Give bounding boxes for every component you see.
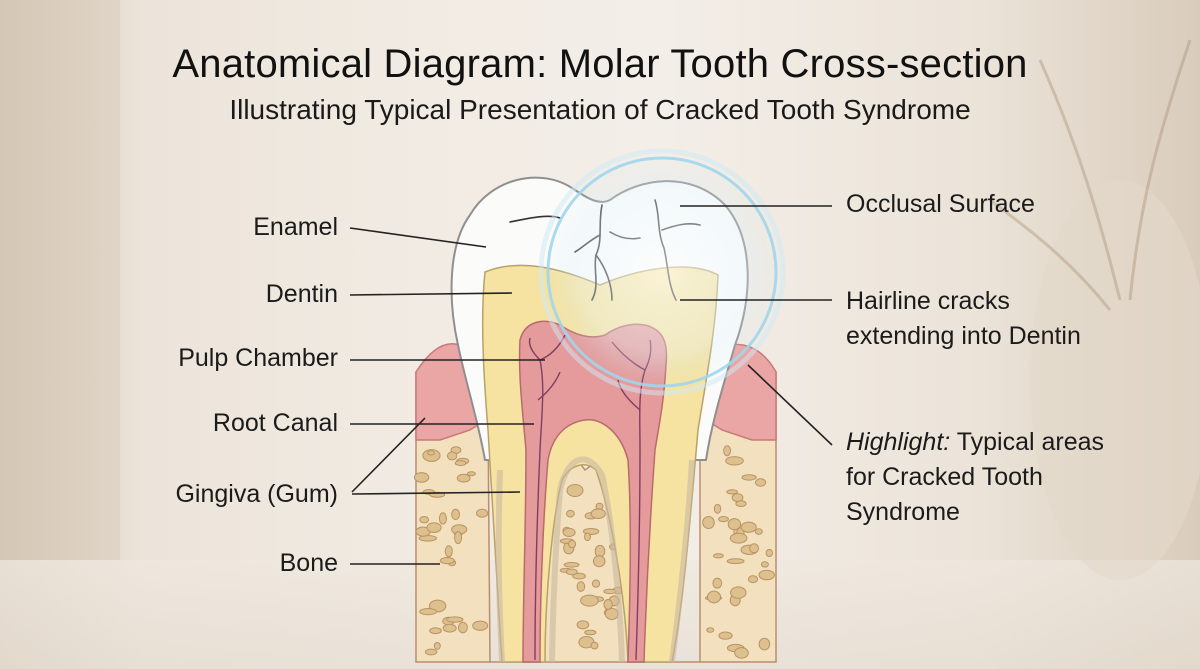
bone-spot — [568, 539, 577, 549]
bone-spot — [424, 648, 438, 656]
bone-spot — [439, 557, 455, 565]
label-highlight: Highlight: Typical areas for Cracked Too… — [846, 425, 1176, 530]
label-enamel: Enamel — [253, 213, 338, 241]
label-highlight-rest: Typical areas — [956, 428, 1105, 456]
bone-spot — [566, 484, 584, 497]
root-outline — [495, 456, 695, 663]
label-highlight-line3: Syndrome — [846, 498, 960, 526]
leader-highlight — [747, 364, 833, 446]
bone-spot — [726, 558, 745, 565]
bone-spot — [419, 608, 438, 616]
bone-spot — [446, 616, 464, 623]
bone-spot — [592, 555, 606, 568]
label-bone: Bone — [279, 549, 338, 577]
bone-spot — [466, 471, 476, 477]
bone-spot — [413, 472, 430, 483]
bone-spot — [590, 508, 606, 520]
bone-spot — [734, 647, 749, 659]
leader-gingiva-2 — [351, 491, 521, 495]
bone-spot — [713, 553, 724, 559]
label-pulp-chamber: Pulp Chamber — [178, 344, 338, 372]
right-vase-blur — [1030, 180, 1200, 580]
bone-spot — [446, 451, 458, 461]
page-title: Anatomical Diagram: Molar Tooth Cross-se… — [172, 42, 1028, 86]
bone-spot — [438, 512, 447, 525]
bone-spot — [765, 548, 773, 558]
bone-spot — [758, 569, 775, 581]
leader-enamel — [349, 227, 487, 248]
bone-spot — [723, 445, 731, 457]
leader-gingiva-1 — [351, 417, 426, 493]
bone-spot — [454, 460, 467, 467]
bone-spot — [427, 450, 435, 456]
bone-spot — [454, 531, 463, 545]
highlight-ring-outer — [538, 148, 786, 396]
bone-spot — [718, 631, 733, 640]
bone-spot — [444, 545, 453, 558]
bone-spot — [718, 516, 729, 523]
label-hairline-cracks-line2: extending into Dentin — [846, 322, 1081, 350]
bone-spot — [476, 508, 489, 518]
label-dentin: Dentin — [265, 280, 338, 308]
bone-spot — [584, 532, 591, 542]
bone-spot — [741, 474, 757, 481]
bone-spot — [603, 588, 617, 595]
bone-spot — [580, 594, 599, 607]
bone-spot — [729, 532, 748, 544]
bone-spot — [712, 577, 723, 589]
bone-spot — [754, 528, 763, 535]
bone-spot — [755, 478, 767, 487]
label-highlight-line2: for Cracked Tooth — [846, 463, 1043, 491]
label-gingiva: Gingiva (Gum) — [175, 480, 338, 508]
bone-spot — [747, 575, 759, 584]
bone-spot — [456, 473, 471, 483]
bone-spot — [702, 516, 715, 529]
bone-spot — [735, 500, 747, 508]
label-hairline-cracks-line1: Hairline cracks — [846, 287, 1010, 315]
highlight-glow — [546, 156, 778, 388]
bone-spot — [706, 627, 715, 633]
dried-flowers-blur — [989, 39, 1192, 311]
bone-spot — [740, 521, 757, 533]
bone-spot — [562, 527, 576, 538]
leader-lines — [349, 205, 833, 565]
bone-spot — [590, 641, 599, 650]
leader-dentin — [349, 292, 513, 296]
bone-spot — [713, 503, 722, 514]
bone-spot — [472, 620, 489, 631]
bone-spot — [451, 508, 461, 521]
left-curtain-shadow — [0, 0, 120, 560]
bone-spot — [726, 489, 738, 495]
bone-spot — [433, 642, 441, 650]
label-highlight-prefix: Highlight: — [846, 428, 951, 456]
bone-spot — [442, 623, 457, 633]
bone-spot — [426, 522, 442, 533]
bone-spot — [591, 579, 601, 588]
bone-spot — [458, 621, 468, 634]
bone-spot — [727, 518, 742, 531]
bone-spot — [576, 581, 586, 592]
bone-spot — [749, 543, 759, 554]
label-highlight-line1: Highlight: Typical areas — [846, 425, 1176, 460]
bone-spot — [563, 562, 580, 568]
label-occlusal-surface: Occlusal Surface — [846, 190, 1035, 218]
highlight-ring — [546, 156, 778, 388]
bone-spot — [566, 509, 575, 518]
bone-spot — [419, 516, 430, 524]
bone-spot — [565, 568, 578, 576]
bone-spot — [429, 627, 442, 635]
bone-spot — [707, 590, 721, 604]
bone-spot — [730, 586, 747, 599]
page-subtitle: Illustrating Typical Presentation of Cra… — [229, 94, 971, 125]
label-root-canal: Root Canal — [212, 409, 338, 437]
bone-spot — [725, 456, 744, 466]
bone-spot — [758, 637, 771, 651]
bone-spot — [603, 599, 613, 610]
label-hairline-cracks: Hairline cracks extending into Dentin — [846, 284, 1166, 354]
bone-spot — [584, 629, 597, 636]
bone-spot — [760, 561, 769, 568]
bone-spot — [576, 620, 590, 630]
